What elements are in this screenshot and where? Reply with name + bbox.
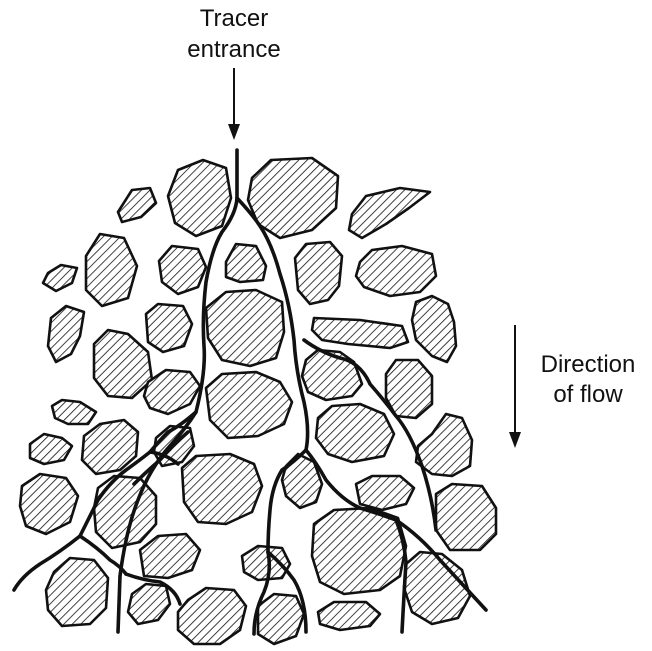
grain — [146, 304, 192, 352]
grain — [178, 588, 246, 644]
grain — [226, 244, 266, 282]
grain-particles — [20, 158, 496, 644]
tracer-entrance-label-line1: Tracer — [200, 5, 268, 32]
grain — [318, 602, 380, 630]
grain — [43, 265, 77, 291]
grain — [140, 534, 200, 578]
grain — [182, 454, 262, 524]
direction-of-flow-label-line2: of flow — [553, 381, 623, 408]
grain — [168, 160, 231, 236]
grain — [242, 546, 290, 580]
grain — [412, 296, 456, 362]
tracer-entrance-label-line2: entrance — [187, 36, 280, 63]
grain — [30, 434, 72, 464]
tracer-entrance-arrow — [228, 68, 240, 140]
grain — [416, 414, 472, 476]
grain — [404, 552, 470, 624]
grain — [94, 330, 152, 398]
grain — [312, 318, 408, 348]
grain — [48, 306, 84, 362]
grain — [436, 484, 496, 550]
grain — [206, 290, 284, 366]
grain — [312, 508, 406, 594]
grain — [159, 246, 206, 294]
grain — [86, 234, 137, 306]
grain — [316, 404, 394, 462]
grain — [302, 350, 362, 400]
grain — [356, 246, 436, 296]
grain — [258, 594, 304, 644]
grain — [128, 584, 170, 624]
direction-of-flow-arrow — [509, 325, 521, 448]
grain — [20, 474, 78, 534]
direction-of-flow-label-line1: Direction — [541, 351, 636, 378]
grain — [206, 372, 292, 438]
grain — [52, 400, 96, 424]
grain — [118, 188, 156, 222]
grain — [356, 476, 414, 510]
grain — [46, 558, 108, 626]
grain — [295, 242, 342, 304]
grain — [349, 188, 430, 238]
